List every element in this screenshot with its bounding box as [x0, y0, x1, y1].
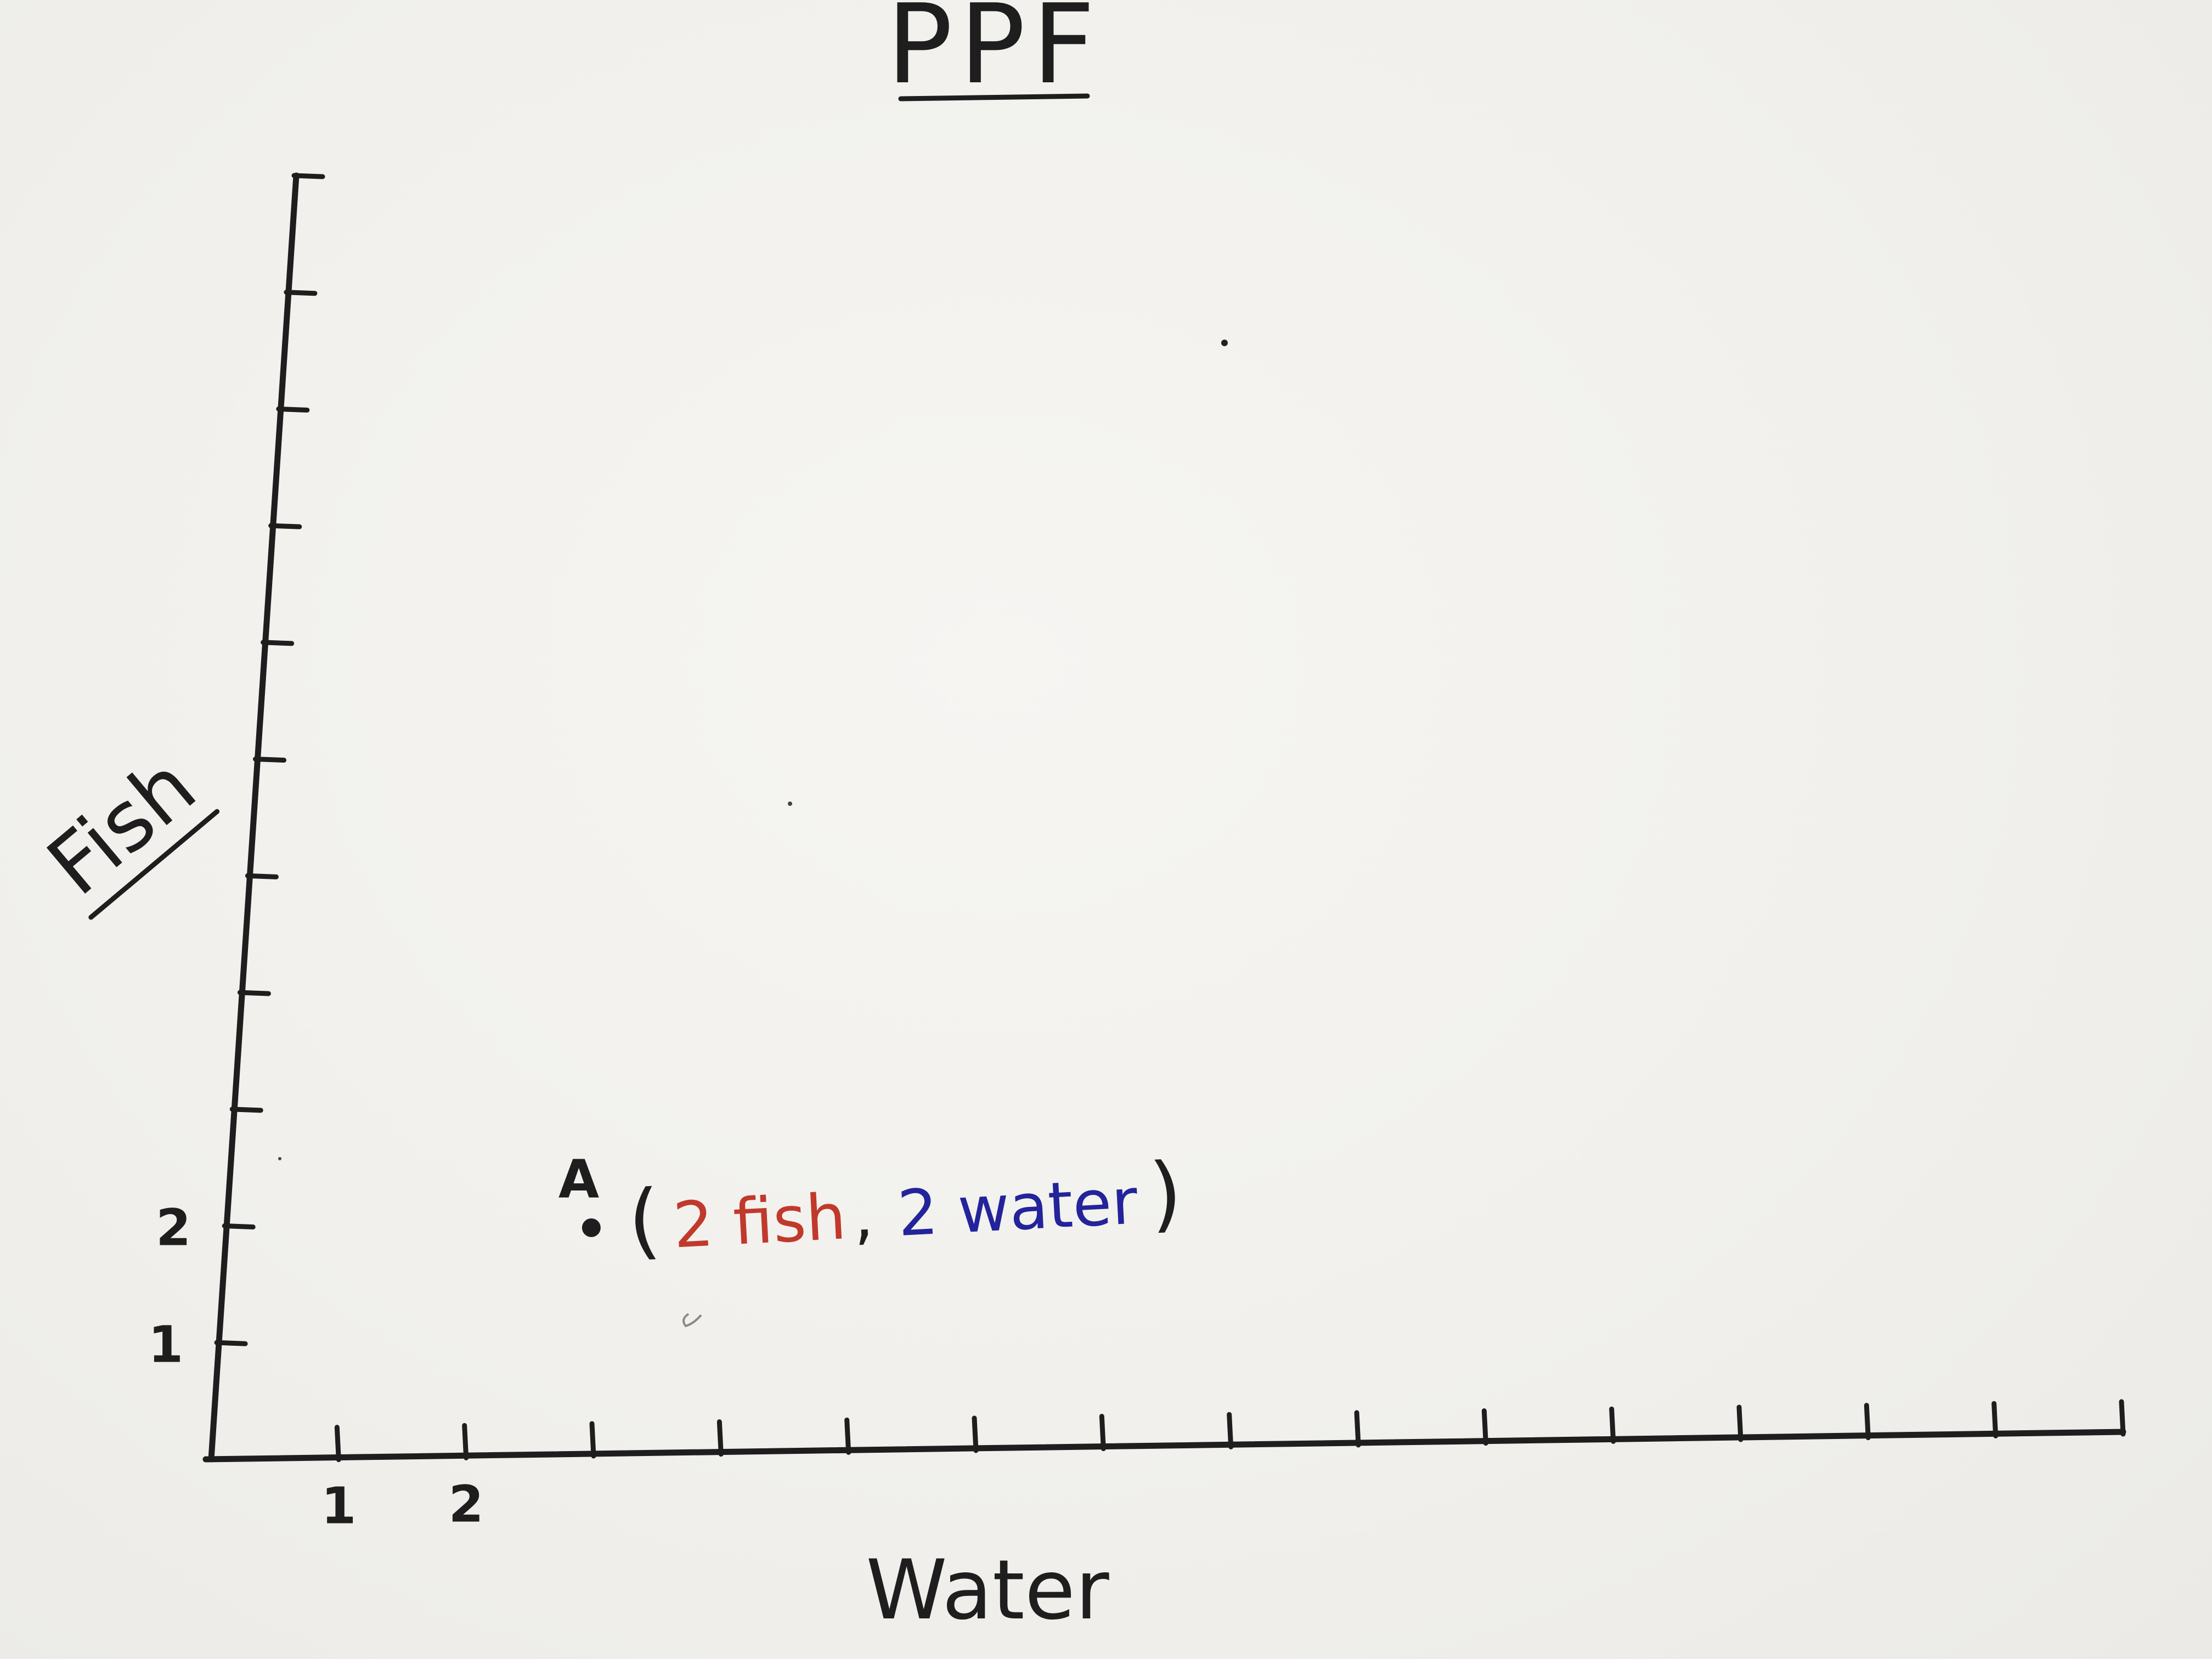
x-axis-tick: [1991, 1401, 1999, 1438]
y-axis-tick: [229, 1107, 263, 1113]
x-axis-tick: [844, 1417, 851, 1455]
y-axis-line: [208, 172, 300, 1463]
y-axis-label-group: Fish: [30, 738, 220, 920]
paper-speck: [278, 1157, 281, 1160]
x-axis-line: [202, 1429, 2126, 1463]
paper-specks: [278, 340, 1228, 1328]
x-axis-tick: [2119, 1399, 2126, 1437]
annotation-water-text: 2 water: [896, 1165, 1140, 1251]
x-axis-tick: [1736, 1404, 1743, 1442]
tick-labels: 1 2 1 2: [148, 1199, 484, 1536]
axes: [202, 172, 2126, 1463]
x-tick-label-1: 1: [321, 1477, 356, 1536]
y-tick-label-1: 1: [148, 1315, 183, 1374]
y-axis-tick: [261, 640, 295, 646]
annotation-open-paren: (: [626, 1172, 663, 1269]
data-point-a: [582, 1218, 601, 1237]
x-axis-tick: [1481, 1408, 1488, 1446]
y-axis-tick: [291, 173, 325, 179]
x-axis-tick: [589, 1421, 596, 1459]
paper-speck: [682, 1313, 702, 1328]
y-axis-tick: [284, 290, 318, 296]
y-tick-label-2: 2: [156, 1199, 191, 1257]
x-axis-tick: [1099, 1414, 1106, 1452]
y-axis-tick: [214, 1340, 248, 1346]
y-axis-tick: [222, 1223, 256, 1230]
y-axis-tick: [276, 406, 310, 413]
chart-title-underline: [898, 93, 1090, 101]
data-point-a-annotation: ( 2 fish , 2 water ): [626, 1145, 1184, 1269]
x-axis-label: Water: [866, 1543, 1109, 1638]
paper-speck: [788, 802, 792, 806]
x-axis-tick: [1864, 1403, 1871, 1441]
y-axis-tick: [268, 523, 302, 529]
x-axis-tick: [462, 1423, 469, 1460]
annotation-separator: ,: [851, 1179, 875, 1254]
x-axis-tick: [972, 1415, 979, 1453]
data-point-a-label: A: [558, 1149, 599, 1210]
annotation-fish-text: 2 fish: [672, 1180, 848, 1262]
y-axis-tick: [245, 873, 279, 879]
paper-speck: [1221, 340, 1228, 346]
x-axis-tick: [334, 1425, 341, 1463]
x-axis-tick: [1609, 1406, 1616, 1444]
x-axis-tick: [1354, 1410, 1361, 1448]
x-axis-tick: [1227, 1412, 1234, 1449]
x-axis-tick: [716, 1419, 724, 1457]
annotation-close-paren: ): [1147, 1145, 1184, 1242]
y-axis-tick: [237, 990, 271, 996]
data-point-a-group: A ( 2 fish , 2 water ): [558, 1145, 1184, 1269]
y-axis-label-underline: [88, 809, 220, 920]
chart-title: PPF: [887, 0, 1102, 109]
y-axis-tick: [253, 757, 287, 763]
y-axis-label: Fish: [30, 738, 213, 914]
x-tick-label-2: 2: [449, 1475, 484, 1533]
